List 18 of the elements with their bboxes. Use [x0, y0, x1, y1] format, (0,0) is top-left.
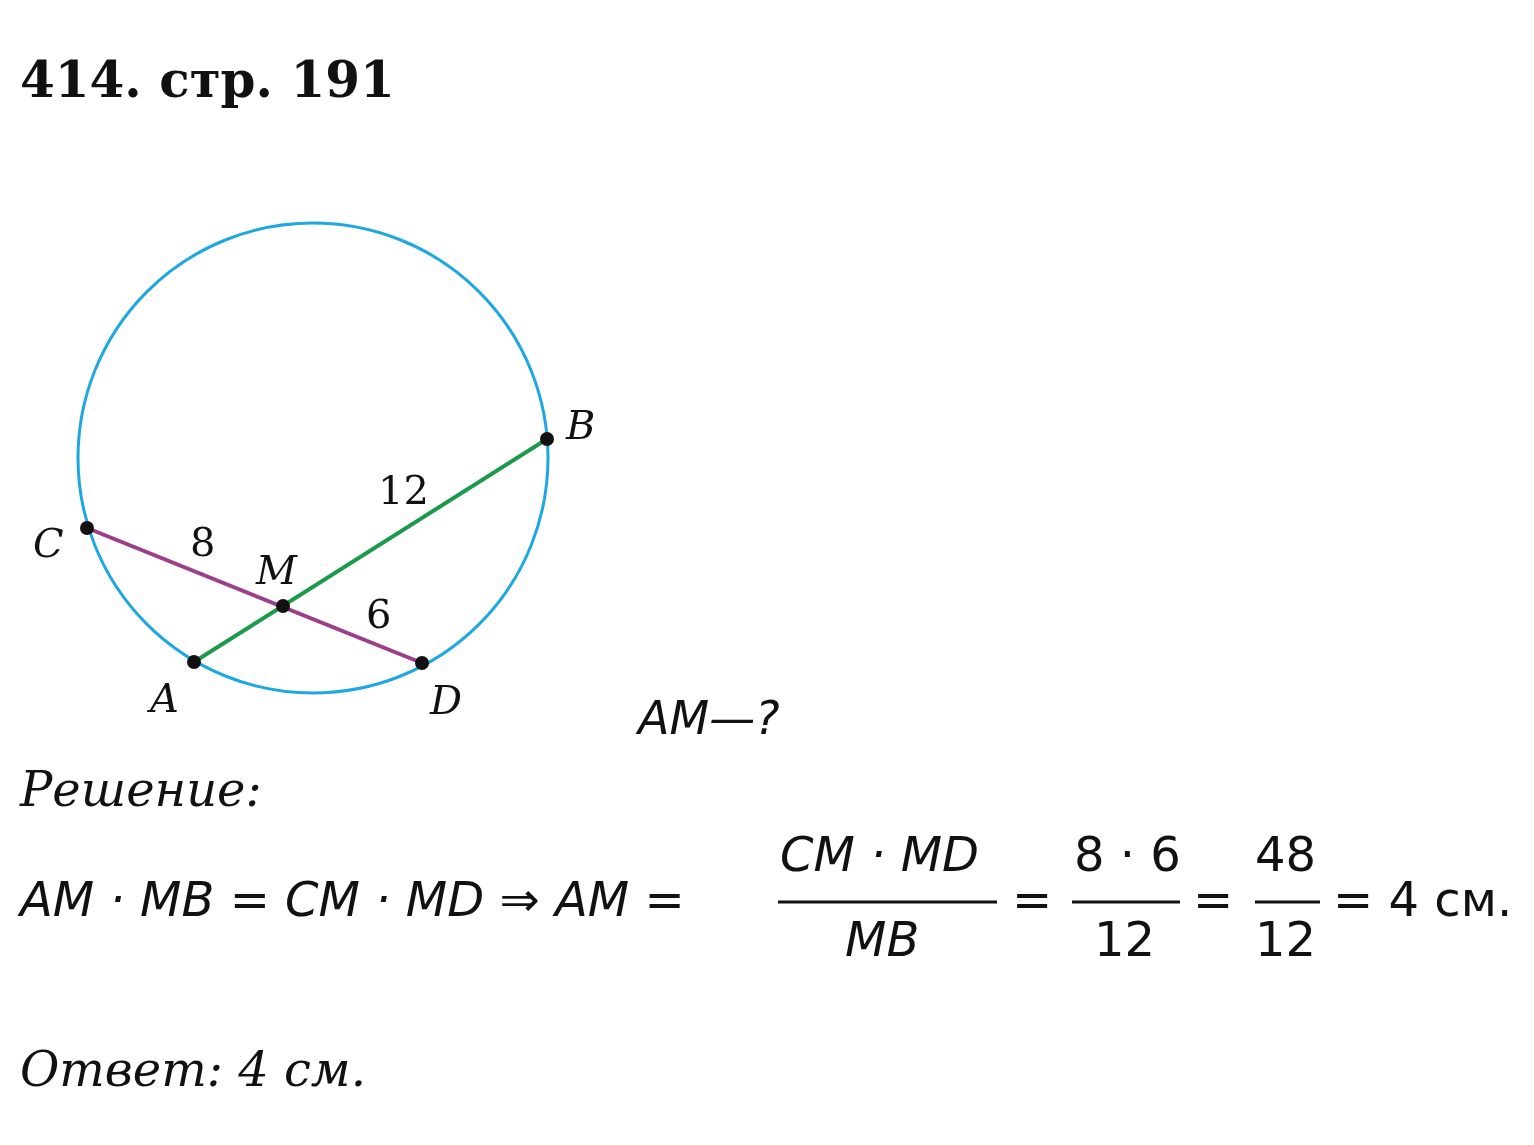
- length-label: 8: [190, 522, 216, 562]
- fraction-numerator: CM · MD: [780, 830, 980, 878]
- answer-text: Ответ: 4 см.: [20, 1045, 366, 1093]
- fraction-numerator: 8 · 6: [1074, 830, 1181, 878]
- point-label: C: [33, 523, 64, 563]
- fraction-denominator: 12: [1094, 915, 1156, 963]
- result-text: = 4 см.: [1333, 875, 1513, 923]
- fraction-denominator: 12: [1255, 915, 1317, 963]
- fraction-denominator: MB: [845, 915, 920, 963]
- equals-sign: =: [1012, 875, 1053, 923]
- length-label: 6: [366, 594, 392, 634]
- equals-sign: =: [1193, 875, 1234, 923]
- length-label: 12: [378, 470, 429, 510]
- point-label: M: [256, 550, 297, 590]
- point-label: D: [430, 680, 463, 720]
- fraction-numerator: 48: [1255, 830, 1317, 878]
- solution-heading: Решение:: [20, 765, 262, 813]
- point-label: B: [566, 405, 596, 445]
